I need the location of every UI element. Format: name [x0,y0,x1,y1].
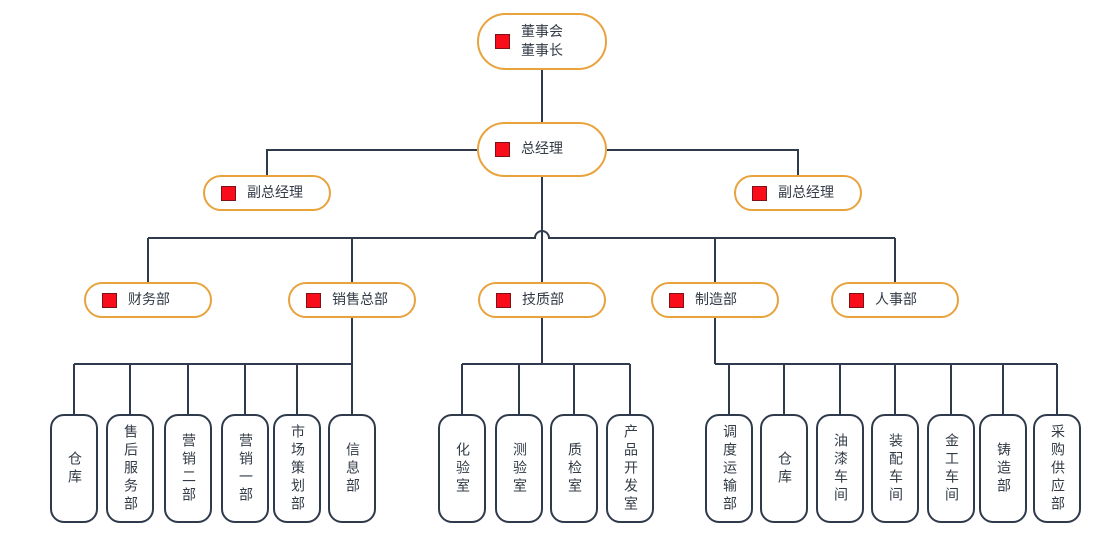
node-chairman[interactable]: 董事会 董事长 [477,13,607,70]
node-dept-manufacturing[interactable]: 制造部 [651,282,779,318]
node-label: 销售总部 [332,291,388,308]
node-chemical-lab[interactable]: 化验室 [438,414,486,523]
node-after-sales-service[interactable]: 售后服务部 [106,414,154,523]
node-information-dept[interactable]: 信息部 [328,414,376,523]
node-label: 人事部 [875,291,917,308]
node-label: 总经理 [521,141,563,158]
node-label: 采购供应部 [1049,423,1065,514]
node-marketing-dept-2[interactable]: 营销二部 [164,414,212,523]
node-label: 副总经理 [247,184,303,201]
node-metalworking-workshop[interactable]: 金工车间 [927,414,975,523]
red-square-icon [306,292,321,308]
node-label: 制造部 [695,291,737,308]
node-market-planning[interactable]: 市场策划部 [273,414,321,523]
node-label: 市场策划部 [289,423,305,514]
node-label: 财务部 [128,291,170,308]
node-label: 售后服务部 [122,423,138,514]
red-square-icon [849,292,864,308]
node-dept-tech-quality[interactable]: 技质部 [478,282,606,318]
node-label: 信息部 [344,441,360,496]
red-square-icon [221,185,236,201]
node-assembly-workshop[interactable]: 装配车间 [871,414,919,523]
node-label: 装配车间 [887,432,903,505]
node-label: 铸造部 [995,441,1011,496]
node-label: 董事会 董事长 [521,23,563,59]
node-measurement-lab[interactable]: 测验室 [495,414,543,523]
chairman-line2: 董事长 [521,42,563,59]
node-label: 副总经理 [778,184,834,201]
node-warehouse-2[interactable]: 仓库 [760,414,808,523]
node-casting-dept[interactable]: 铸造部 [979,414,1027,523]
node-dept-sales-hq[interactable]: 销售总部 [288,282,416,318]
node-deputy-gm-right[interactable]: 副总经理 [734,175,862,211]
node-label: 营销一部 [237,432,253,505]
node-label: 化验室 [454,441,470,496]
red-square-icon [495,142,510,157]
node-dept-hr[interactable]: 人事部 [831,282,959,318]
node-label: 营销二部 [180,432,196,505]
node-label: 质检室 [566,441,582,496]
node-label: 金工车间 [943,432,959,505]
connector-department-spine [148,230,895,239]
node-paint-workshop[interactable]: 油漆车间 [816,414,864,523]
node-label: 调度运输部 [721,423,737,514]
red-square-icon [669,292,684,308]
node-label: 仓库 [66,450,82,487]
node-label: 测验室 [511,441,527,496]
red-square-icon [752,185,767,201]
node-marketing-dept-1[interactable]: 营销一部 [221,414,269,523]
red-square-icon [495,34,510,49]
node-label: 技质部 [522,291,564,308]
node-quality-inspection-room[interactable]: 质检室 [550,414,598,523]
node-procurement-supply[interactable]: 采购供应部 [1033,414,1081,523]
node-label: 仓库 [776,450,792,487]
connector-gm-deputy-right [607,149,799,175]
red-square-icon [102,292,117,308]
red-square-icon [496,292,511,308]
node-dept-finance[interactable]: 财务部 [84,282,212,318]
node-product-development-room[interactable]: 产品开发室 [606,414,654,523]
node-label: 油漆车间 [832,432,848,505]
node-dispatch-transport[interactable]: 调度运输部 [705,414,753,523]
connector-gm-deputy-left [266,149,477,175]
node-label: 产品开发室 [622,423,638,514]
chairman-line1: 董事会 [521,24,563,41]
node-general-manager[interactable]: 总经理 [477,122,607,177]
node-deputy-gm-left[interactable]: 副总经理 [203,175,331,211]
node-warehouse[interactable]: 仓库 [50,414,98,523]
